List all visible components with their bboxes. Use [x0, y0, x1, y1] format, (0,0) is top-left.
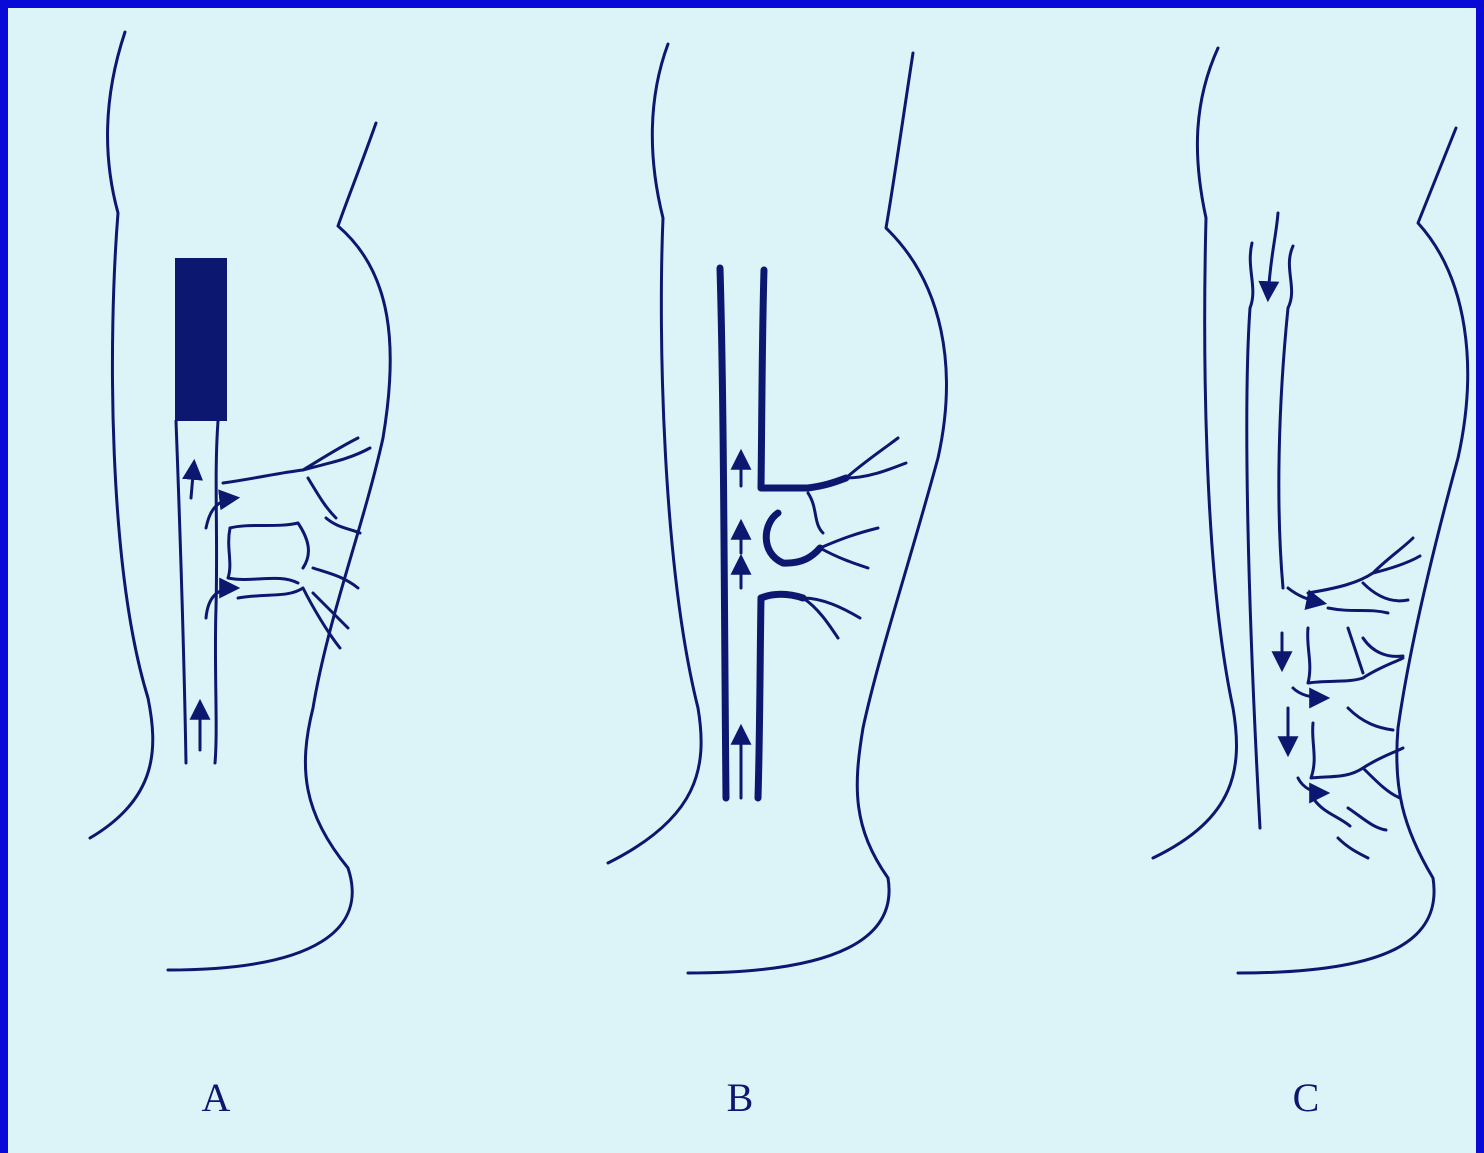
leg-b-vein-wall-left	[720, 268, 726, 798]
leg-c	[1153, 48, 1468, 973]
leg-a-outline-left	[90, 32, 153, 838]
leg-c-arrow-5	[1298, 778, 1326, 793]
panel-label-b: B	[710, 1074, 770, 1121]
leg-a-arrow-2	[191, 463, 194, 498]
leg-c-collateral-4	[1348, 628, 1403, 673]
leg-a-outline-right	[168, 123, 390, 970]
leg-a-arrow-3	[206, 498, 236, 528]
leg-b-vein-wall-right	[761, 270, 846, 488]
leg-a	[90, 32, 390, 970]
leg-c-outline-left	[1153, 48, 1237, 858]
panel-label-a: A	[186, 1074, 246, 1121]
figure-frame: A B C	[8, 8, 1476, 1153]
leg-b-branch-lower	[761, 594, 803, 598]
leg-b	[608, 44, 946, 973]
leg-c-vein-left	[1247, 243, 1260, 828]
leg-c-vein-top	[1268, 213, 1278, 298]
leg-a-occlusion-block	[175, 258, 227, 421]
leg-c-collateral-7	[1313, 798, 1386, 858]
leg-a-collateral-6	[308, 478, 360, 533]
leg-b-outline-left	[608, 44, 701, 863]
leg-b-vein-wall-right-lower	[758, 598, 761, 798]
panel-label-c: C	[1276, 1074, 1336, 1121]
leg-c-collateral-5	[1311, 723, 1403, 778]
leg-a-vein-left	[176, 421, 186, 763]
leg-a-arrow-4	[206, 588, 236, 618]
leg-b-collateral-1	[846, 438, 906, 478]
leg-b-collateral-3	[803, 598, 860, 638]
leg-b-collateral-2	[820, 528, 878, 568]
leg-b-collateral-4	[808, 493, 823, 533]
vein-diagram	[8, 8, 1476, 1153]
leg-c-arrow-3	[1293, 688, 1326, 698]
leg-c-vein-right	[1279, 246, 1293, 588]
leg-a-collateral-5	[238, 588, 340, 648]
leg-a-collateral-4	[228, 528, 298, 583]
leg-b-loop	[766, 513, 820, 563]
leg-a-collateral-3	[230, 523, 308, 568]
